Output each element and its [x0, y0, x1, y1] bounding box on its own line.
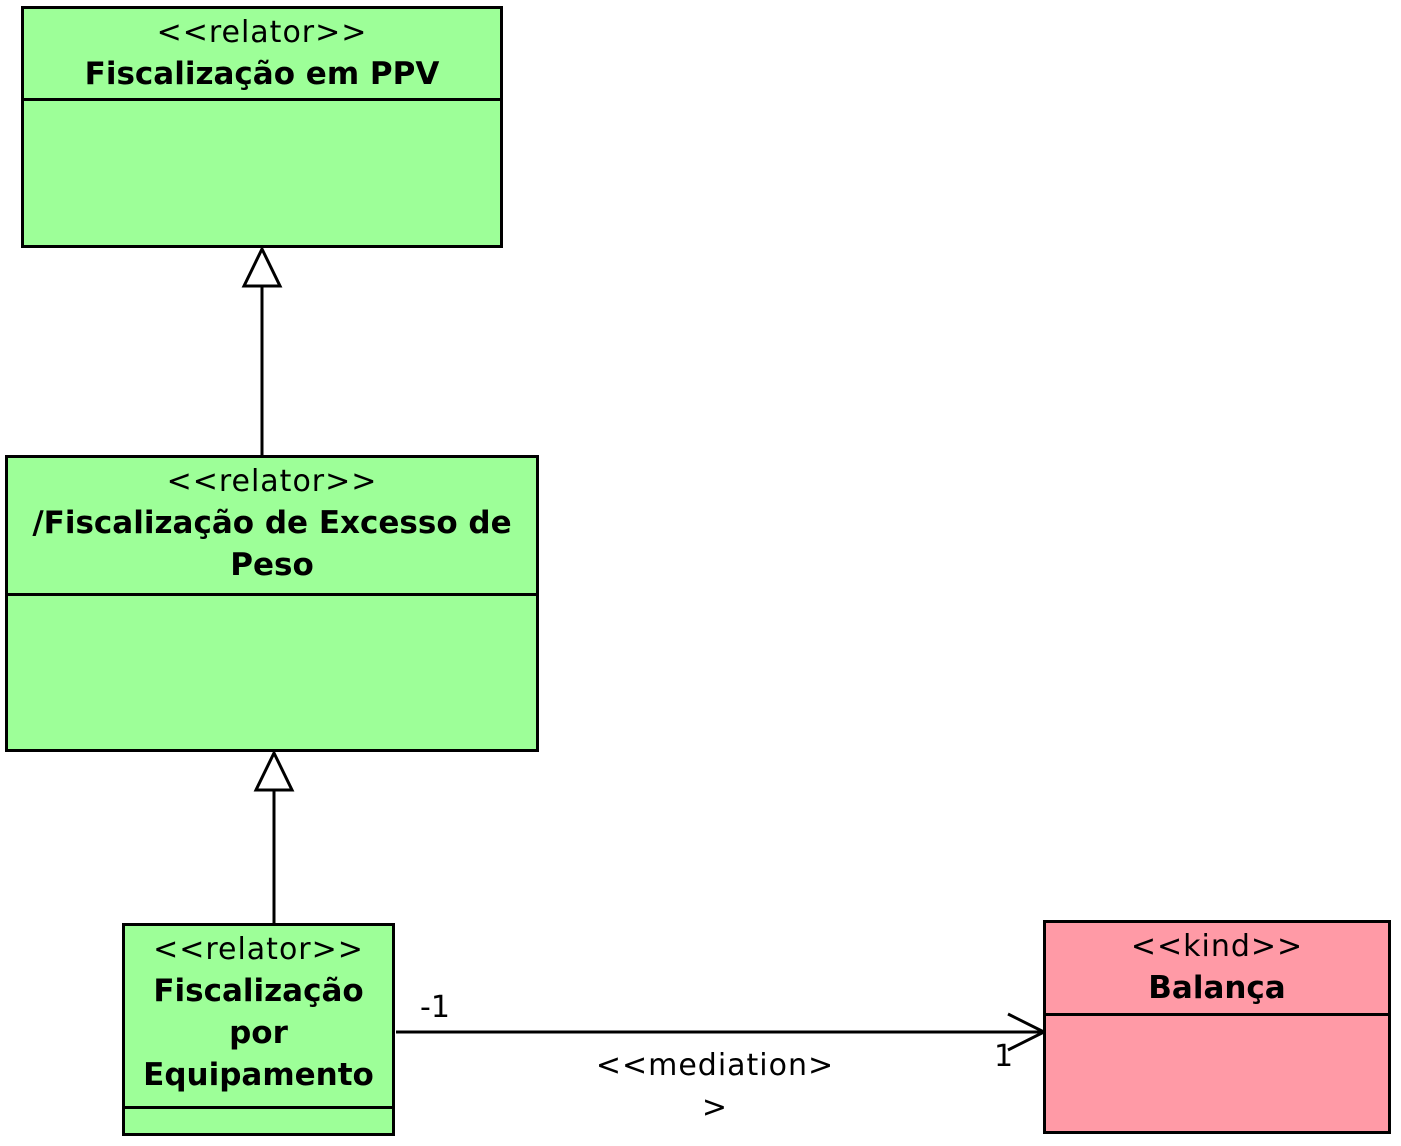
source-multiplicity-label: -1 [420, 990, 450, 1025]
class-fiscalizacao-em-ppv[interactable]: <<relator>> Fiscalização em PPV [21, 6, 503, 248]
class-attributes-compartment [125, 1109, 392, 1133]
target-multiplicity-label: 1 [994, 1039, 1014, 1074]
generalization-arrowhead-ppv [241, 245, 283, 288]
class-stereotype: <<relator>> [156, 15, 368, 50]
class-stereotype: <<relator>> [166, 464, 378, 499]
class-stereotype: <<kind>> [1130, 929, 1304, 964]
class-name: Fiscalização em PPV [84, 56, 440, 92]
class-attributes-compartment [1046, 1016, 1388, 1131]
class-header: <<relator>> Fiscalização em PPV [24, 9, 500, 101]
class-balanca[interactable]: <<kind>> Balança [1043, 920, 1391, 1134]
class-name: /Fiscalização de Excesso de Peso [32, 505, 512, 583]
generalization-arrowhead-excesso [253, 749, 295, 792]
mediation-stereotype-label: <<mediation>> [595, 1048, 835, 1125]
class-name: Fiscalização por Equipamento [143, 973, 374, 1093]
class-attributes-compartment [8, 596, 536, 749]
class-fiscalizacao-por-equipamento[interactable]: <<relator>> Fiscalização por Equipamento [122, 923, 395, 1136]
class-stereotype: <<relator>> [153, 932, 364, 967]
class-fiscalizacao-de-excesso-de-peso[interactable]: <<relator>> /Fiscalização de Excesso de … [5, 455, 539, 752]
class-header: <<relator>> Fiscalização por Equipamento [125, 926, 392, 1109]
class-header: <<kind>> Balança [1046, 923, 1388, 1016]
class-header: <<relator>> /Fiscalização de Excesso de … [8, 458, 536, 596]
class-attributes-compartment [24, 101, 500, 245]
class-name: Balança [1148, 970, 1286, 1006]
